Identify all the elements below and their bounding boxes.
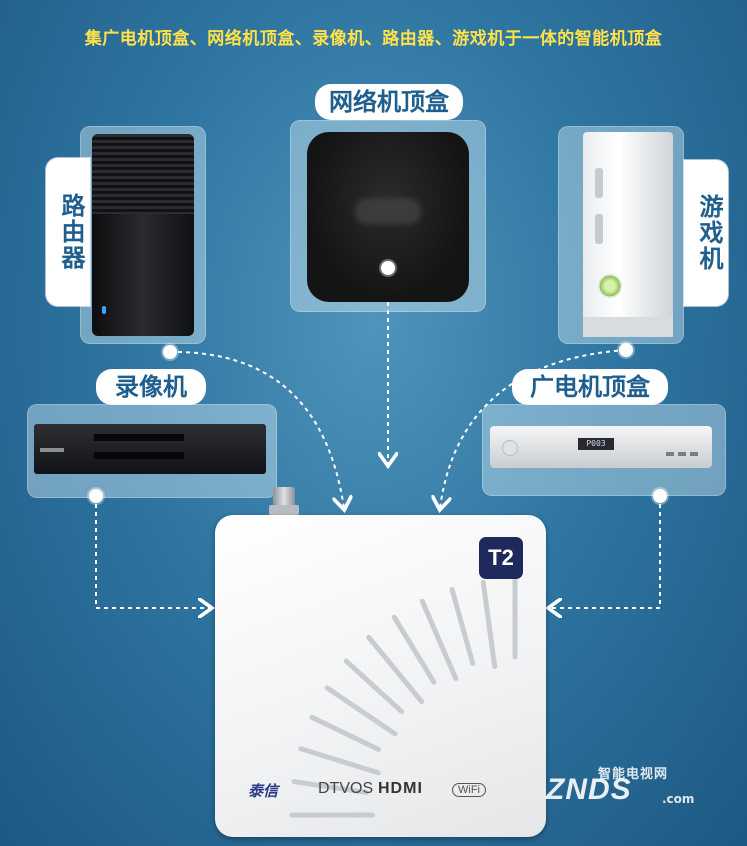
arrow-game-console (440, 349, 627, 508)
router-dot (163, 345, 177, 359)
network-box-logo (355, 198, 421, 224)
vcr-brand-mark (40, 448, 64, 452)
stb-button (690, 452, 698, 456)
console-slot-top (595, 168, 603, 198)
vent-slot (449, 587, 476, 666)
router-label: 路由器 (46, 158, 90, 306)
arrow-vcr (95, 496, 210, 608)
console-slot-bottom (595, 214, 603, 244)
vcr-dot (89, 489, 103, 503)
wifi-logo: WiFi (452, 783, 486, 797)
vcr-tray-top (94, 434, 184, 441)
stb-button (666, 452, 674, 456)
watermark-domain: .com (662, 792, 695, 806)
game-console-label: 游戏机 (684, 160, 728, 306)
broadcast-box-dot (653, 489, 667, 503)
watermark-subtitle: 智能电视网 (598, 767, 669, 782)
vent-slot (309, 714, 381, 752)
vent-slot (324, 685, 398, 737)
network-box-label: 网络机顶盒 (315, 84, 463, 120)
vcr-label: 录像机 (96, 369, 206, 405)
headline: 集广电机顶盒、网络机顶盒、录像机、路由器、游戏机于一体的智能机顶盒 (84, 29, 663, 49)
vent-slot (480, 579, 498, 670)
vcr-image (34, 424, 266, 474)
vent-slot (419, 598, 459, 682)
router-image (92, 134, 194, 336)
console-base (583, 317, 673, 337)
vent-slots (289, 577, 518, 818)
model-badge: T2 (479, 537, 523, 579)
vent-slot (291, 779, 369, 796)
broadcast-box-label: 广电机顶盒 (512, 369, 668, 405)
network-box-image (307, 132, 469, 302)
hdmi-logo: HDMI (378, 780, 423, 797)
watermark-logo: ZNDS (546, 773, 632, 806)
antenna-connector (269, 487, 299, 517)
vcr-tray-bottom (94, 452, 184, 459)
stb-knob (502, 440, 518, 456)
console-power-ring (598, 274, 622, 298)
game-console-dot (619, 343, 633, 357)
vent-slot (366, 634, 425, 705)
vent-slot (391, 614, 437, 685)
network-box-dot (381, 261, 395, 275)
brand-logo: 泰信 (248, 783, 279, 800)
broadcast-box-image: P003 (490, 426, 712, 468)
stb-display: P003 (578, 438, 614, 450)
game-console-image (583, 132, 673, 337)
arrow-broadcast-box (550, 496, 661, 608)
vent-slot (298, 746, 381, 776)
os-logo: DTVOS (318, 780, 374, 797)
router-ribs (92, 134, 194, 214)
router-led (102, 306, 106, 314)
stb-button (678, 452, 686, 456)
vent-slot (343, 658, 405, 715)
